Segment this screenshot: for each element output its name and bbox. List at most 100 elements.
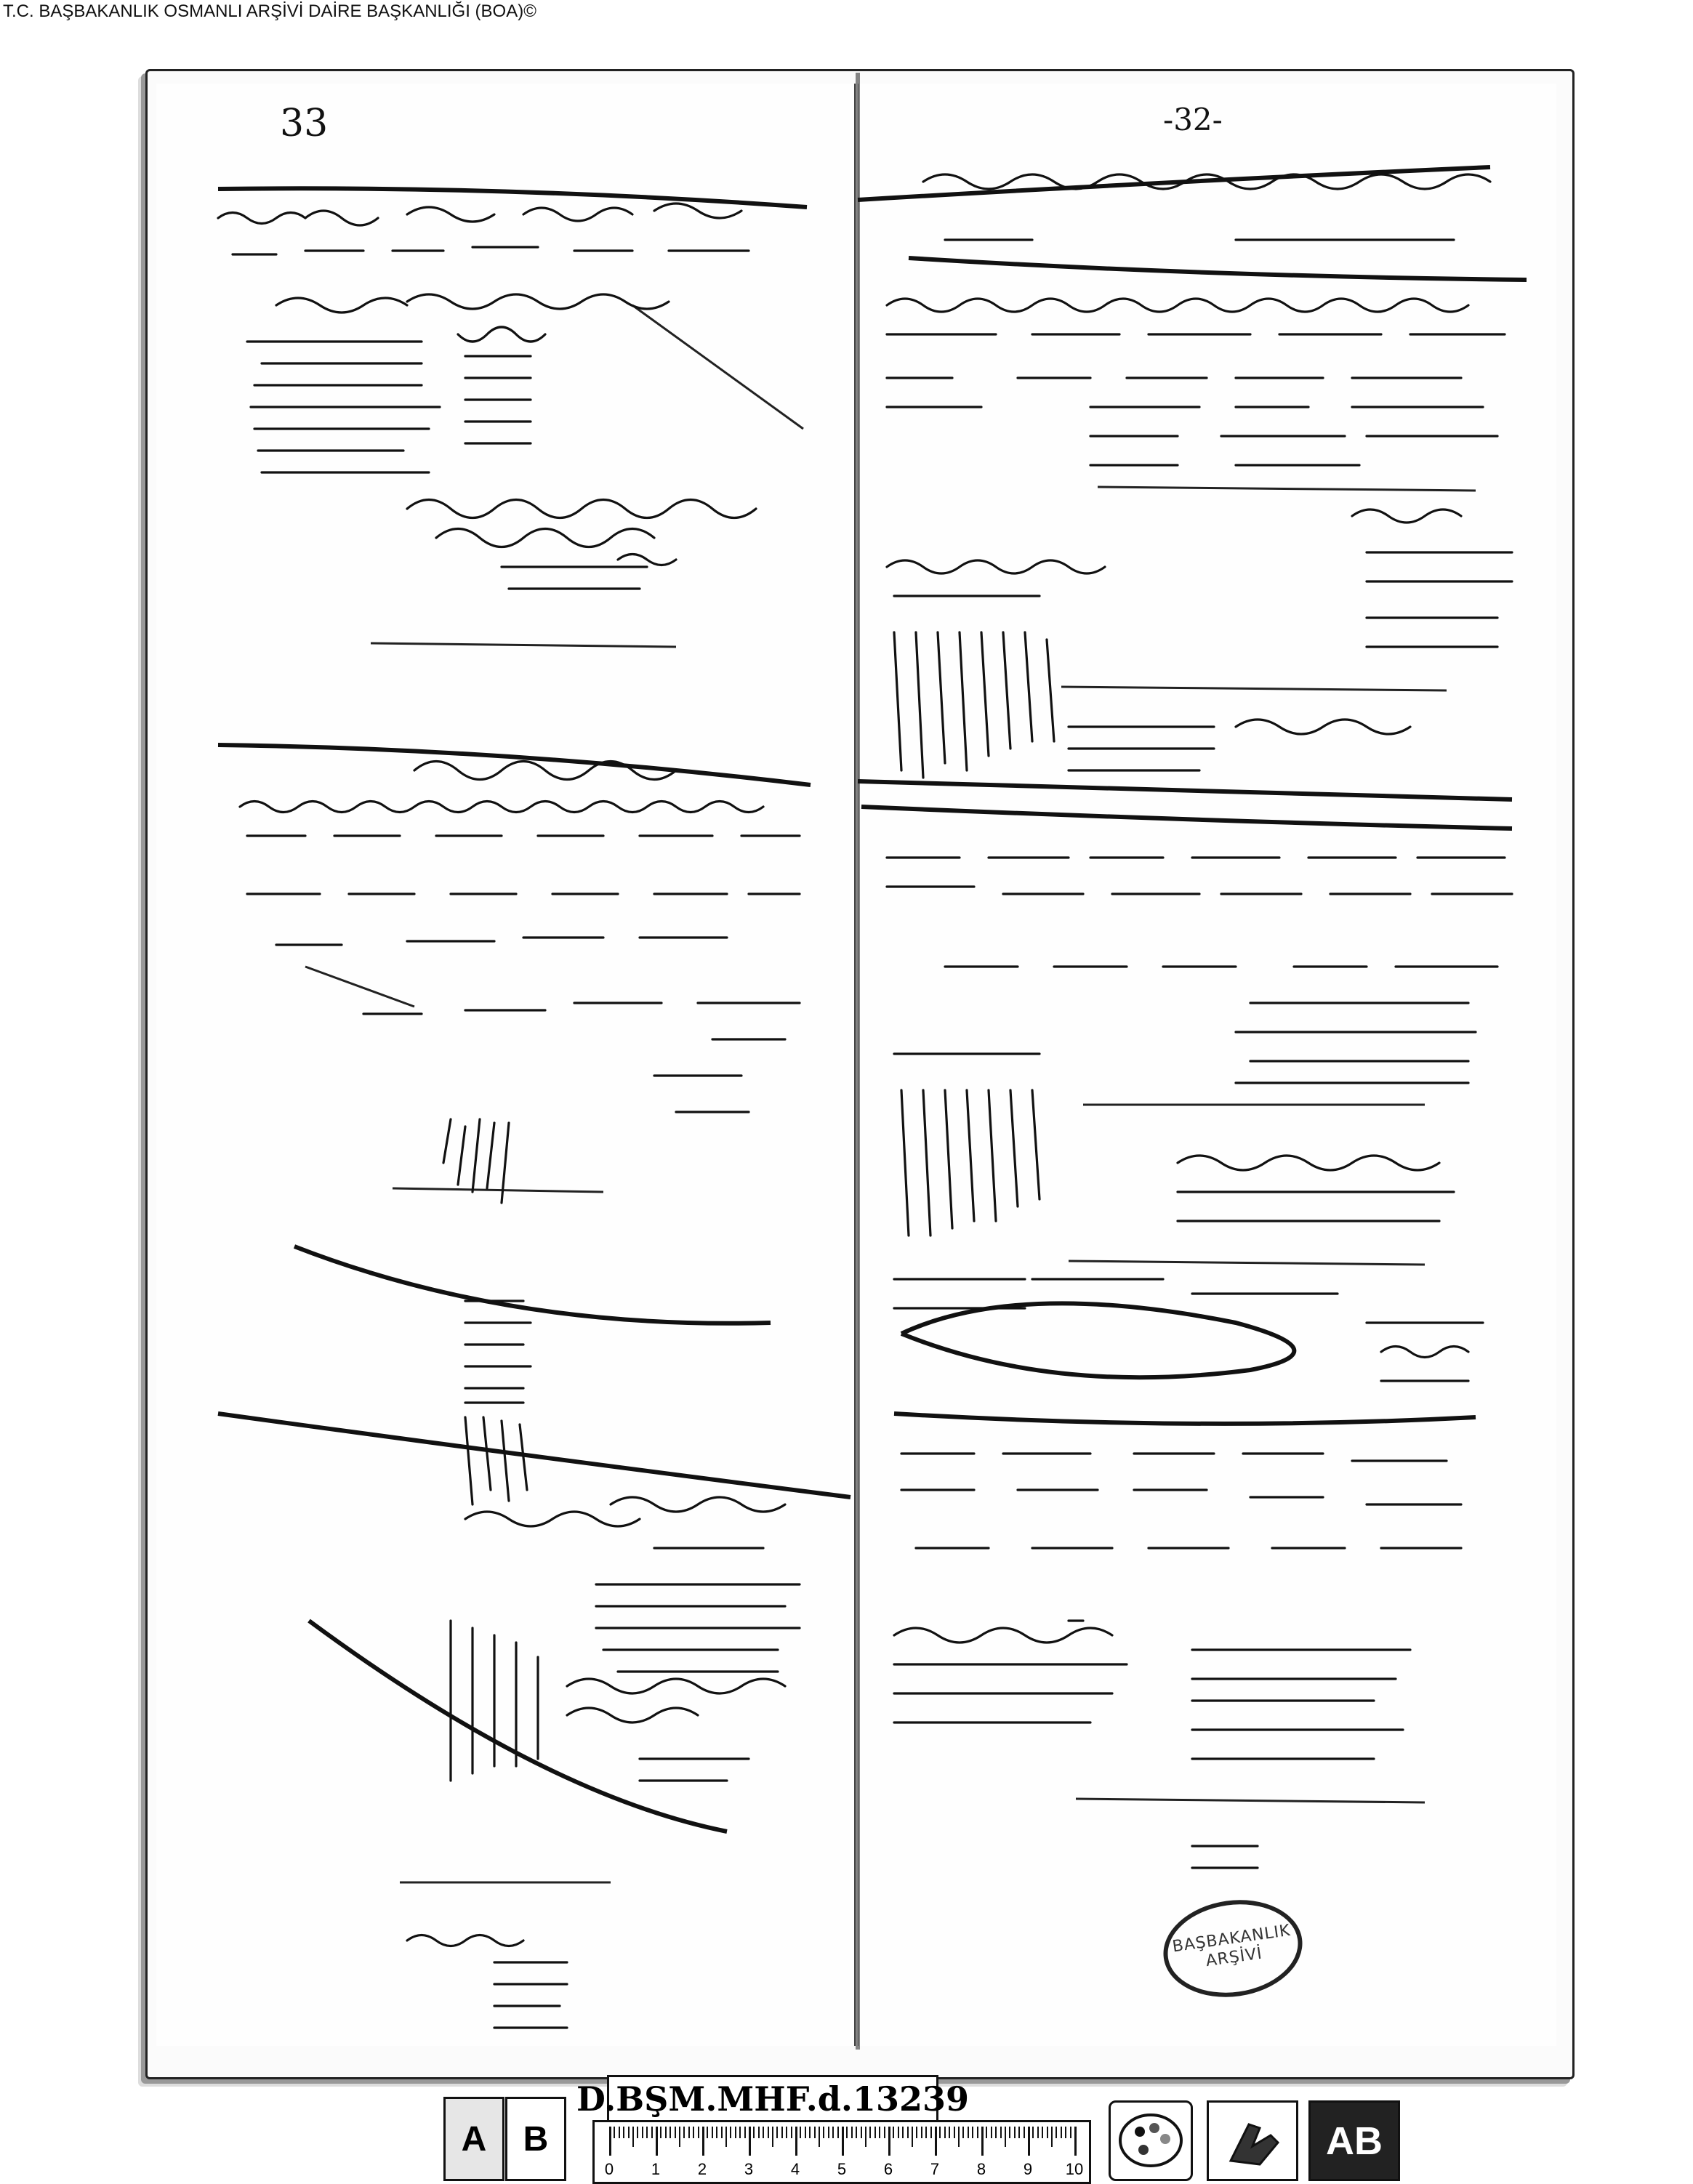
ruler-minor-tick xyxy=(614,2127,616,2138)
ruler-minor-tick xyxy=(869,2127,872,2138)
ruler-minor-tick xyxy=(1000,2127,1002,2138)
ruler-tick-label: 0 xyxy=(604,2160,614,2178)
ruler-minor-tick xyxy=(618,2127,620,2138)
ruler-minor-tick xyxy=(958,2127,960,2147)
color-tile-a: A xyxy=(443,2097,504,2181)
left-page-number: 33 xyxy=(280,102,329,145)
ruler-minor-tick xyxy=(763,2127,765,2138)
ruler-minor-tick xyxy=(856,2127,858,2138)
ruler-minor-tick xyxy=(944,2127,946,2138)
ruler-tick-label: 2 xyxy=(697,2160,707,2178)
ruler-minor-tick xyxy=(893,2127,895,2138)
archive-watermark: T.C. BAŞBAKANLIK OSMANLI ARŞİVİ DAİRE BA… xyxy=(3,1,536,21)
ruler-tick xyxy=(795,2127,797,2156)
ruler-minor-tick xyxy=(995,2127,997,2138)
ruler-tick-label: 6 xyxy=(883,2160,893,2178)
ruler-minor-tick xyxy=(1069,2127,1071,2138)
ruler-tick xyxy=(1074,2127,1077,2156)
ruler-tick xyxy=(702,2127,704,2156)
ruler-minor-tick xyxy=(1055,2127,1058,2138)
ruler-minor-tick xyxy=(990,2127,992,2138)
ruler-minor-tick xyxy=(916,2127,918,2138)
ruler-minor-tick xyxy=(1013,2127,1016,2138)
ruler-minor-tick xyxy=(860,2127,862,2138)
ruler-minor-tick xyxy=(707,2127,709,2138)
ruler-tick xyxy=(609,2127,611,2156)
ruler-minor-tick xyxy=(920,2127,922,2138)
ruler-minor-tick xyxy=(781,2127,783,2138)
ruler-minor-tick xyxy=(1032,2127,1034,2138)
ruler-tick xyxy=(656,2127,658,2156)
ruler-minor-tick xyxy=(1051,2127,1053,2147)
ruler-minor-tick xyxy=(939,2127,941,2138)
ruler-minor-tick xyxy=(767,2127,769,2138)
right-ledger-page xyxy=(858,84,1556,2046)
ruler-minor-tick xyxy=(711,2127,713,2138)
right-page-number: -32- xyxy=(1163,102,1223,137)
ruler-minor-tick xyxy=(725,2127,727,2147)
ruler-minor-tick xyxy=(697,2127,699,2138)
ruler-tick-label: 5 xyxy=(837,2160,847,2178)
ruler-minor-tick xyxy=(819,2127,820,2147)
ruler-minor-tick xyxy=(669,2127,672,2138)
ruler-minor-tick xyxy=(906,2127,909,2138)
ruler-minor-tick xyxy=(790,2127,792,2138)
ruler-minor-tick xyxy=(693,2127,695,2138)
ruler-minor-tick xyxy=(800,2127,802,2138)
ruler-tick-label: 9 xyxy=(1023,2160,1033,2178)
ruler-minor-tick xyxy=(786,2127,788,2138)
ruler-tick-label: 8 xyxy=(976,2160,986,2178)
ruler-minor-tick xyxy=(930,2127,932,2138)
ruler-tick xyxy=(981,2127,984,2156)
ruler-minor-tick xyxy=(664,2127,667,2138)
ruler-tick xyxy=(842,2127,844,2156)
ruler-tick-label: 7 xyxy=(930,2160,940,2178)
ruler-tick-label: 3 xyxy=(744,2160,754,2178)
ruler-tick-label: 4 xyxy=(790,2160,800,2178)
ruler-minor-tick xyxy=(757,2127,760,2138)
ruler-tick xyxy=(1028,2127,1030,2156)
color-tile-b: B xyxy=(505,2097,566,2181)
ruler-minor-tick xyxy=(846,2127,848,2138)
ruler-minor-tick xyxy=(674,2127,676,2138)
ruler-tick xyxy=(935,2127,937,2156)
ruler-tick xyxy=(749,2127,751,2156)
ruler-minor-tick xyxy=(925,2127,928,2138)
book-fold xyxy=(856,73,860,2050)
ruler-minor-tick xyxy=(646,2127,648,2138)
ab-logo: AB xyxy=(1308,2100,1400,2181)
ruler-minor-tick xyxy=(734,2127,736,2138)
ruler-minor-tick xyxy=(976,2127,978,2138)
ruler-minor-tick xyxy=(1065,2127,1067,2138)
ruler-minor-tick xyxy=(883,2127,885,2138)
ruler-minor-tick xyxy=(679,2127,680,2147)
ruler-minor-tick xyxy=(953,2127,955,2138)
palette-icon xyxy=(1109,2100,1193,2181)
ruler-minor-tick xyxy=(753,2127,755,2138)
ruler-minor-tick xyxy=(1060,2127,1062,2138)
hand-icon xyxy=(1207,2100,1298,2181)
ruler-minor-tick xyxy=(651,2127,653,2138)
ruler-minor-tick xyxy=(813,2127,816,2138)
ruler-minor-tick xyxy=(1018,2127,1021,2138)
ruler-minor-tick xyxy=(986,2127,988,2138)
ruler-tick-label: 1 xyxy=(651,2160,661,2178)
ruler-minor-tick xyxy=(804,2127,806,2138)
ruler-minor-tick xyxy=(1046,2127,1048,2138)
ruler-minor-tick xyxy=(1009,2127,1011,2138)
ruler-minor-tick xyxy=(688,2127,690,2138)
ruler-minor-tick xyxy=(850,2127,853,2138)
ruler-minor-tick xyxy=(972,2127,974,2138)
ruler-minor-tick xyxy=(1023,2127,1025,2138)
ruler-minor-tick xyxy=(627,2127,630,2138)
ruler-minor-tick xyxy=(897,2127,899,2138)
ruler-minor-tick xyxy=(809,2127,811,2138)
ruler-minor-tick xyxy=(823,2127,825,2138)
ruler-minor-tick xyxy=(720,2127,723,2138)
ruler-minor-tick xyxy=(660,2127,662,2138)
ruler-minor-tick xyxy=(949,2127,951,2138)
ruler-minor-tick xyxy=(1037,2127,1039,2138)
ruler-minor-tick xyxy=(967,2127,969,2138)
ruler-minor-tick xyxy=(837,2127,839,2138)
